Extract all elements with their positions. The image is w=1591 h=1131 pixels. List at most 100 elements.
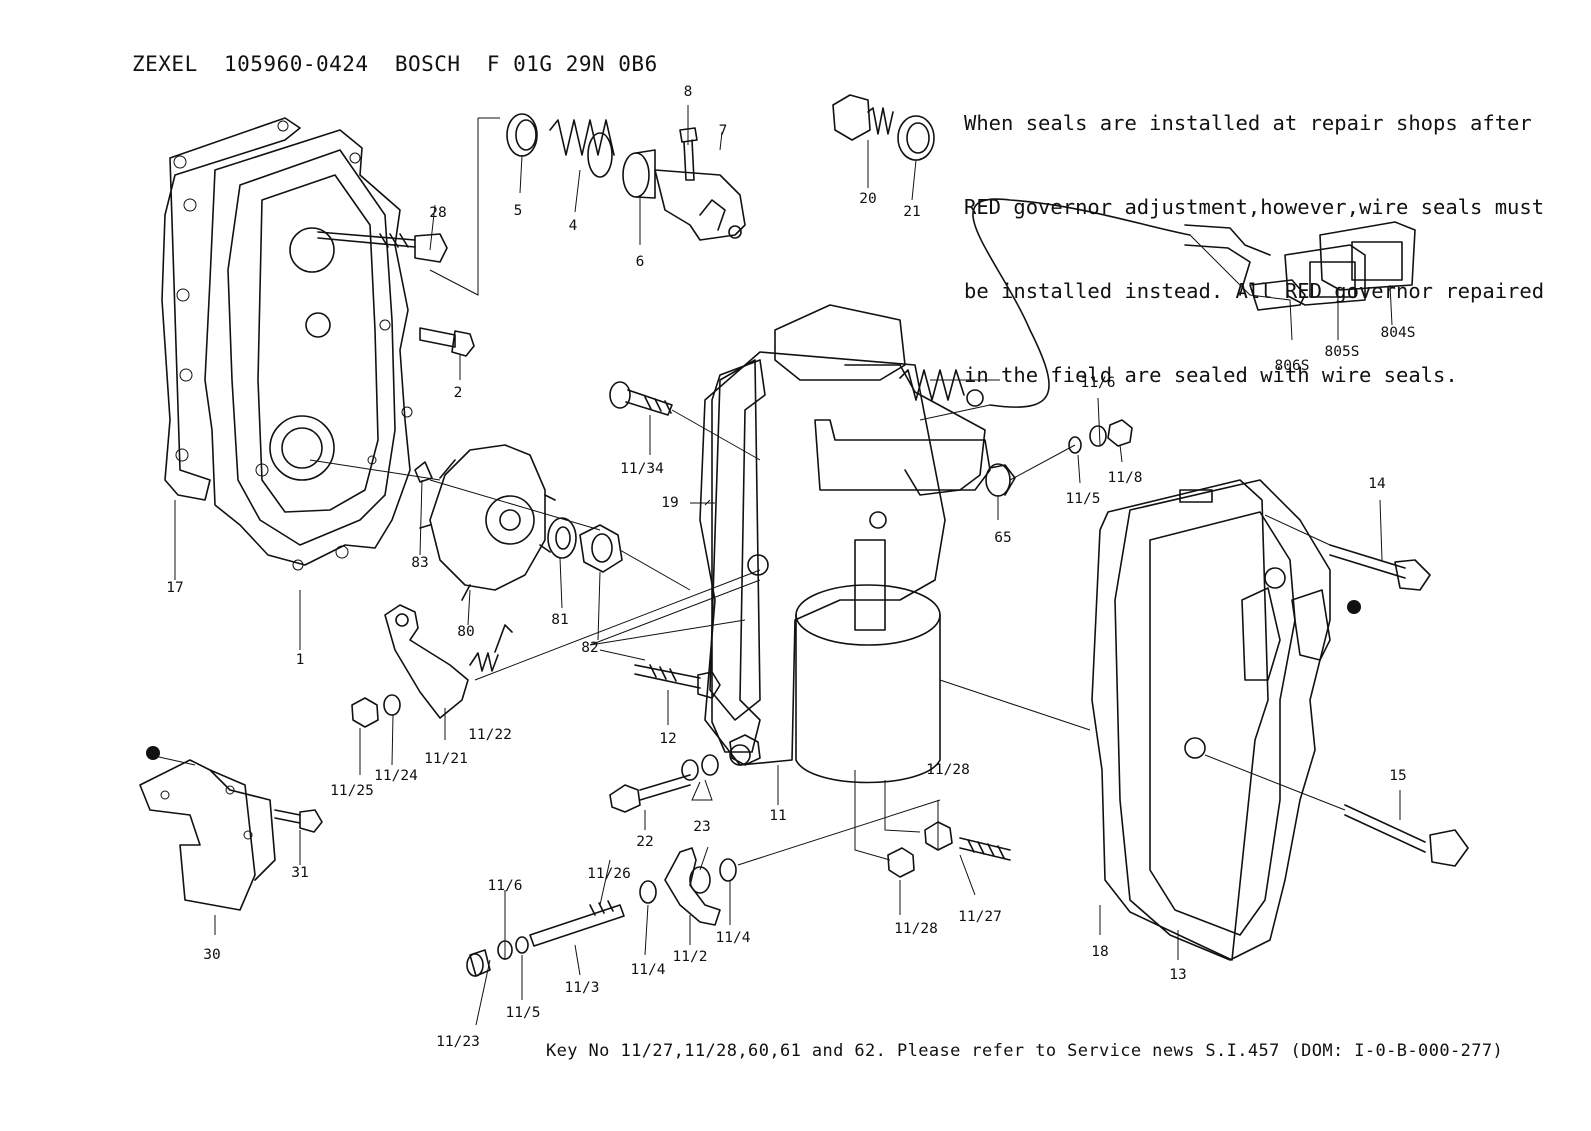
seal-5	[506, 113, 538, 157]
part-label-11-2: 11/2	[672, 949, 708, 965]
part-label-5: 5	[513, 203, 523, 219]
part-label-15: 15	[1389, 768, 1407, 784]
part-label-13: 13	[1169, 967, 1187, 983]
part-label-80: 80	[457, 624, 475, 640]
reference-dot	[146, 746, 160, 760]
governor-actuator-body	[699, 304, 991, 766]
repair-note: When seals are installed at repair shops…	[964, 53, 1544, 417]
part-label-2: 2	[453, 385, 463, 401]
connector-label-806s: 806S	[1274, 358, 1310, 374]
part-label-11-4: 11/4	[630, 962, 666, 978]
bracket-30	[139, 759, 276, 911]
part-label-23: 23	[693, 819, 711, 835]
part-label-6: 6	[635, 254, 645, 270]
part-label-11-6: 11/6	[1080, 375, 1116, 391]
solenoid-cylinder	[795, 539, 941, 784]
bolt-22	[609, 774, 691, 813]
washer-81	[547, 517, 577, 559]
gasket-18	[1091, 479, 1269, 961]
part-label-11-28: 11/28	[926, 762, 970, 778]
connector-label-804s: 804S	[1380, 325, 1416, 341]
bolt-11-34	[609, 381, 673, 416]
bolt-28	[317, 231, 448, 263]
part-label-11-26: 11/26	[587, 866, 631, 882]
washer-21	[897, 115, 935, 161]
part-label-11-5: 11/5	[1065, 491, 1101, 507]
nut-11-28-lower	[887, 847, 915, 878]
washer-11-24	[383, 694, 401, 716]
bolt-2	[419, 327, 475, 357]
part-label-82: 82	[581, 640, 599, 656]
part-label-8: 8	[683, 84, 693, 100]
nut-82	[579, 524, 623, 573]
part-label-14: 14	[1368, 476, 1386, 492]
part-label-11-27: 11/27	[958, 909, 1002, 925]
plug-20	[832, 94, 894, 141]
leader-lines	[149, 105, 1401, 1026]
part-label-19: 19	[661, 495, 679, 511]
part-label-22: 22	[636, 834, 654, 850]
repair-note-line: When seals are installed at repair shops…	[964, 111, 1532, 135]
key-83	[414, 461, 433, 483]
part-label-11-6: 11/6	[487, 878, 523, 894]
part-label-31: 31	[291, 865, 309, 881]
part-label-11-25: 11/25	[330, 783, 374, 799]
repair-note-line: in the field are sealed with wire seals.	[964, 363, 1458, 387]
part-label-11-28: 11/28	[894, 921, 938, 937]
stop-6	[622, 149, 656, 199]
gasket-19	[711, 359, 766, 753]
part-label-11-3: 11/3	[564, 980, 600, 996]
nut-11	[729, 734, 761, 766]
oring-11-5-lower	[515, 936, 529, 954]
part-label-21: 21	[903, 204, 921, 220]
service-news-footer: Key No 11/27,11/28,60,61 and 62. Please …	[546, 1041, 1504, 1061]
part-label-65: 65	[994, 530, 1012, 546]
part-label-81: 81	[551, 612, 569, 628]
nut-11-8	[1107, 419, 1133, 447]
bracket-7	[654, 169, 746, 241]
cover-13	[1114, 479, 1331, 961]
screw-8	[679, 127, 698, 181]
governor-housing-1	[204, 129, 413, 571]
bolt-11-27	[959, 837, 1011, 861]
part-label-28: 28	[429, 205, 447, 221]
washer-11-6-upper	[1089, 425, 1107, 447]
oring-11-5-upper	[1068, 436, 1082, 454]
part-label-11-34: 11/34	[620, 461, 664, 477]
part-label-17: 17	[166, 580, 184, 596]
bolt-12	[634, 664, 721, 699]
part-label-83: 83	[411, 555, 429, 571]
diagram-header: ZEXEL 105960-0424 BOSCH F 01G 29N 0B6	[132, 52, 658, 76]
lever-11-2	[664, 847, 721, 926]
connector-805s	[1284, 244, 1366, 306]
part-label-20: 20	[859, 191, 877, 207]
cap-11-23	[466, 949, 491, 977]
part-label-30: 30	[203, 947, 221, 963]
washer-11-4	[639, 880, 657, 904]
gasket-17	[161, 117, 301, 501]
part-label-7: 7	[718, 123, 728, 139]
washer-11-4-upper	[719, 858, 737, 882]
part-label-12: 12	[659, 731, 677, 747]
spring-11-22	[469, 624, 513, 672]
connector-label-805s: 805S	[1324, 344, 1360, 360]
lever-11-21	[384, 604, 469, 719]
connector-806s	[1249, 279, 1306, 311]
gear-80	[419, 444, 556, 601]
reference-dot	[1347, 600, 1361, 614]
part-label-11-21: 11/21	[424, 751, 468, 767]
part-label-11-22: 11/22	[468, 727, 512, 743]
part-label-11-24: 11/24	[374, 768, 418, 784]
shaft-11-3	[529, 900, 625, 947]
part-label-11-4: 11/4	[715, 930, 751, 946]
washers-23	[681, 754, 719, 781]
part-label-1: 1	[295, 652, 305, 668]
bolt-31	[274, 809, 323, 833]
nut-11-25	[351, 697, 379, 728]
bolt-15	[1344, 804, 1469, 867]
part-label-11-23: 11/23	[436, 1034, 480, 1050]
bolt-14	[1329, 544, 1431, 591]
part-label-11-5: 11/5	[505, 1005, 541, 1021]
part-label-18: 18	[1091, 944, 1109, 960]
